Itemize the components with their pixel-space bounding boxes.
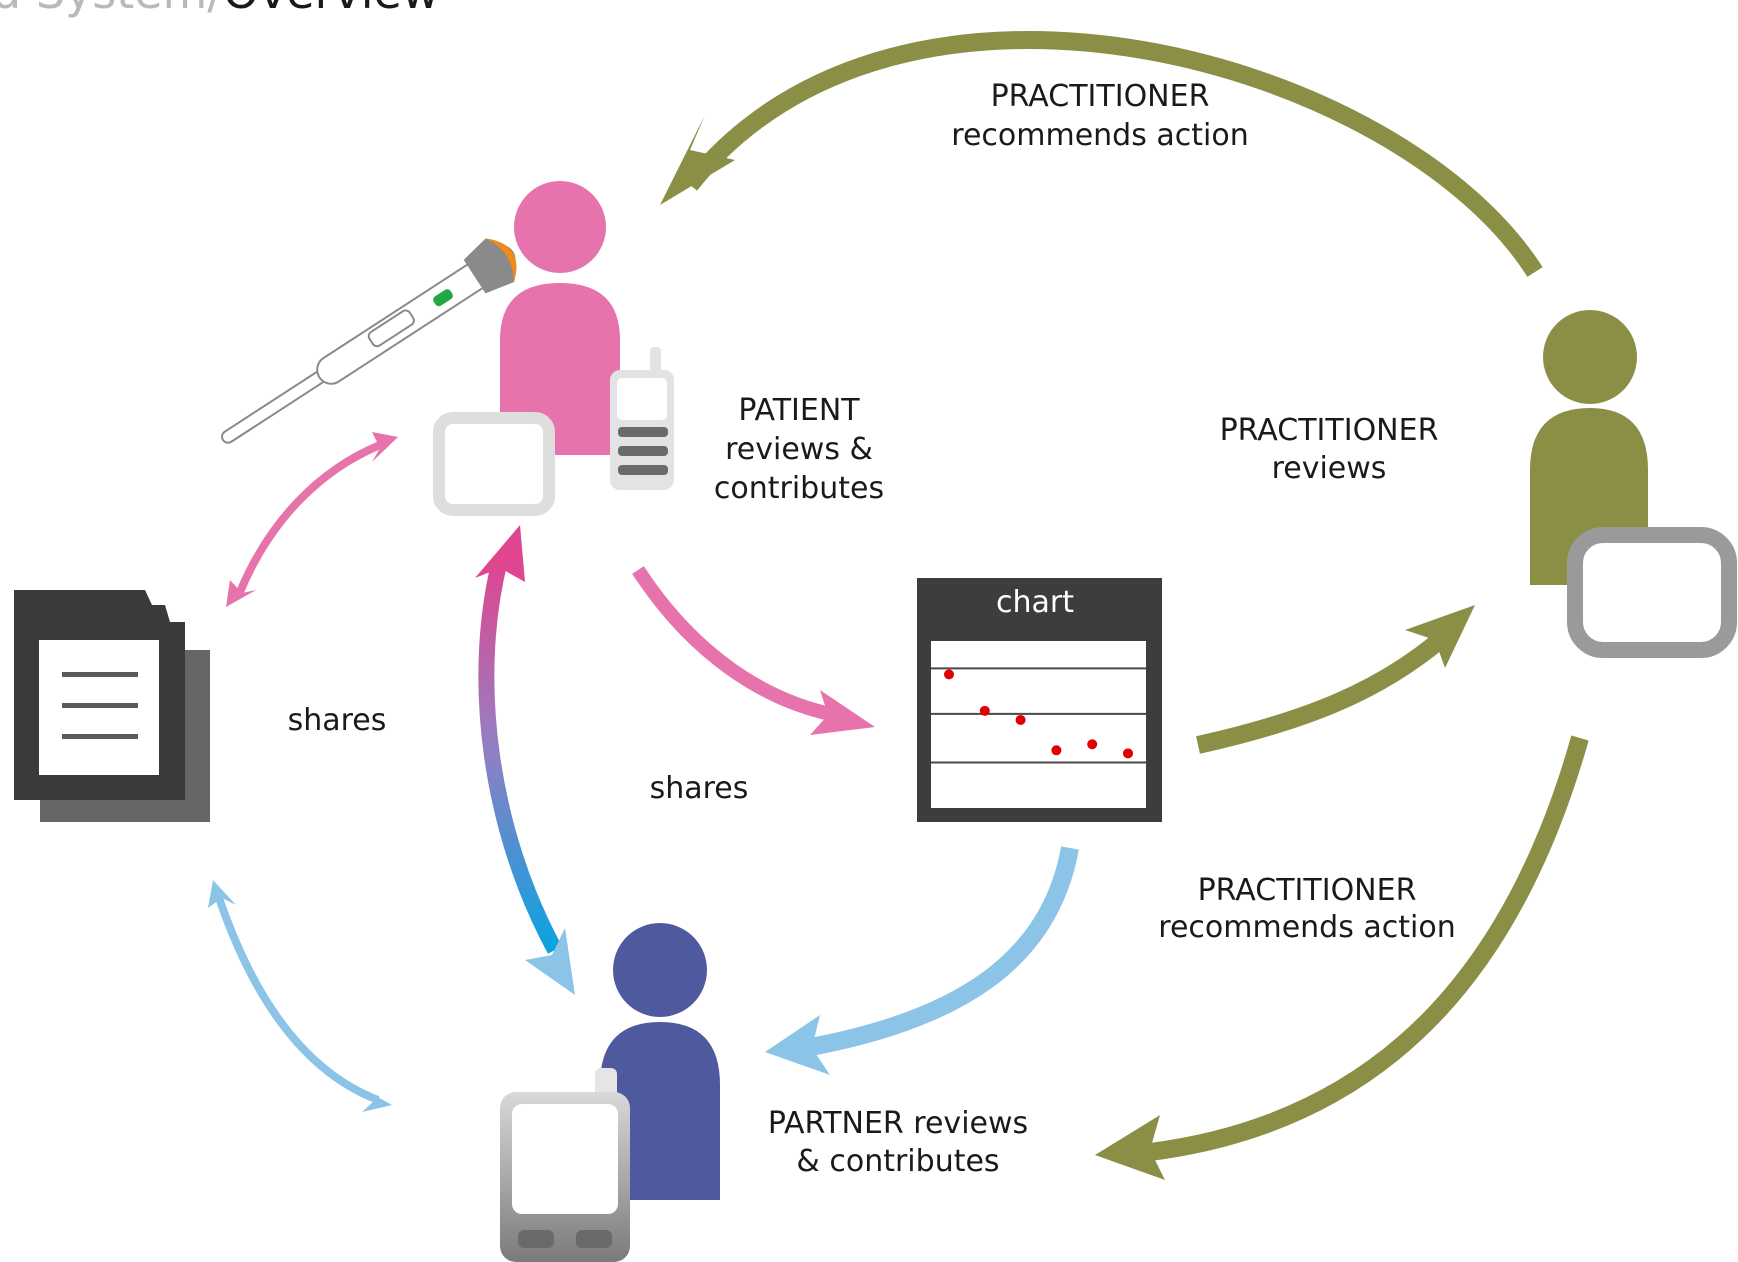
label-practitioner-recommends-bottom: PRACTITIONER recommends action <box>1158 873 1455 945</box>
chart-data-point <box>1015 714 1026 725</box>
arrow-practitioner-to-patient <box>660 31 1543 277</box>
label-patient: PATIENT reviews & contributes <box>714 393 884 506</box>
chart-card: chart <box>917 578 1162 822</box>
arrow-documents-partner <box>208 880 392 1112</box>
chart-data-point <box>1051 745 1062 756</box>
label-text: PRACTITIONER <box>991 79 1210 114</box>
chart-card-title: chart <box>996 585 1074 620</box>
label-text: PRACTITIONER <box>1220 413 1439 448</box>
label-text: reviews <box>1272 451 1387 486</box>
arrow-practitioner-to-partner <box>1095 735 1589 1180</box>
monitor-icon <box>1567 527 1737 658</box>
page-title: d System/Overview <box>0 0 439 19</box>
chart-data-points <box>944 669 1133 759</box>
thermometer-icon <box>221 238 517 444</box>
svg-text:d System/Overview: d System/Overview <box>0 0 439 19</box>
partner-phone-icon <box>500 1068 630 1262</box>
tablet-icon <box>433 412 555 516</box>
label-text: recommends action <box>1158 910 1455 945</box>
chart-data-point <box>944 669 954 680</box>
arrow-patient-to-chart <box>632 566 875 735</box>
label-shares-left: shares <box>288 703 387 738</box>
label-practitioner-reviews: PRACTITIONER reviews <box>1220 413 1439 486</box>
chart-data-point <box>979 705 990 716</box>
arrow-chart-to-partner <box>765 846 1079 1075</box>
chart-data-point <box>1087 739 1098 750</box>
label-text: PRACTITIONER <box>1198 873 1417 908</box>
label-text: & contributes <box>796 1144 999 1179</box>
chart-gridlines <box>931 667 1146 764</box>
label-partner: PARTNER reviews & contributes <box>768 1106 1028 1179</box>
arrow-patient-partner <box>475 525 575 995</box>
label-practitioner-recommends-top: PRACTITIONER recommends action <box>951 79 1248 153</box>
document-stack-icon <box>14 590 210 822</box>
arrow-documents-patient <box>226 432 398 607</box>
mobile-phone-icon <box>610 347 674 490</box>
label-text: PARTNER reviews <box>768 1106 1028 1141</box>
title-prefix: d System/ <box>0 0 223 19</box>
arrow-chart-to-practitioner <box>1196 605 1475 754</box>
label-text: contributes <box>714 471 884 506</box>
label-text: PATIENT <box>738 393 860 428</box>
label-text: recommends action <box>951 118 1248 153</box>
label-shares-center: shares <box>650 771 749 806</box>
title-main: Overview <box>223 0 440 19</box>
label-text: reviews & <box>725 432 873 467</box>
chart-data-point <box>1123 748 1133 759</box>
